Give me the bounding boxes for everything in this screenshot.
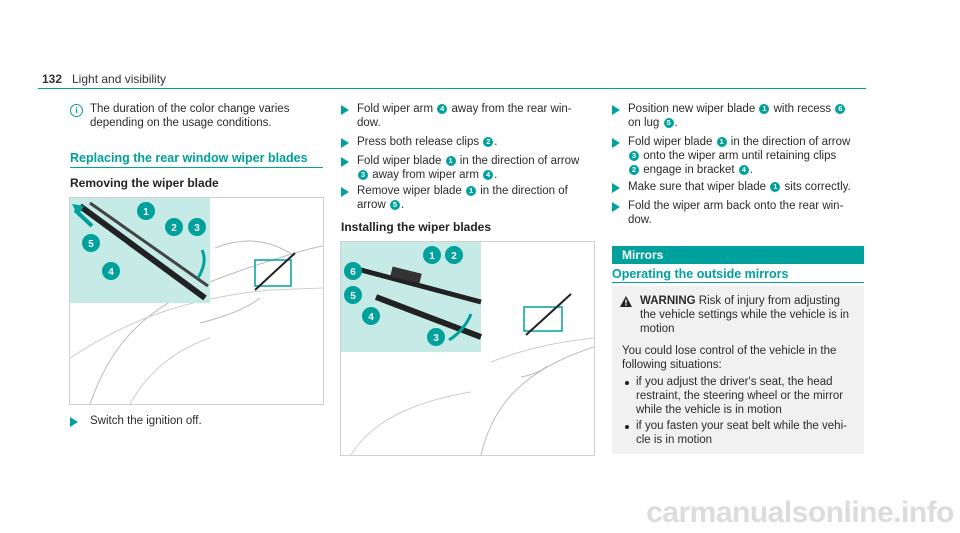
page-number: 132: [42, 72, 63, 86]
step-arrow-icon: [341, 187, 349, 197]
figure-installing-illustration: 1 2 6 5 4 3: [341, 242, 594, 455]
step-arrow-icon: [612, 183, 620, 193]
step-arrow-icon: [612, 202, 620, 212]
watermark: carmanualsonline.info: [646, 496, 954, 529]
mirrors-heading-rule: [612, 282, 864, 283]
warning-triangle-icon: [620, 296, 632, 307]
callout-5: 5: [350, 291, 356, 302]
mirrors-heading: Operating the outside mirrors: [612, 267, 789, 281]
info-note-icon: i: [70, 104, 83, 117]
step-fold-back: Fold the wiper arm back onto the rear wi…: [628, 200, 844, 226]
running-header-title: Light and visibility: [72, 72, 167, 86]
callout-2: 2: [451, 251, 457, 262]
figure-removing-illustration: 1 2 3 5 4: [70, 198, 323, 404]
step-arrow-icon: [70, 417, 78, 427]
step-arrow-icon: [341, 157, 349, 167]
mirrors-section-bar: Mirrors: [612, 246, 864, 264]
sub-heading-installing: Installing the wiper blades: [341, 220, 492, 234]
callout-3: 3: [194, 223, 200, 234]
step-remove-blade: Remove wiper blade 1 in the direction of…: [357, 185, 568, 211]
callout-2: 2: [171, 223, 177, 234]
step-switch-ignition: Switch the ignition off.: [90, 415, 202, 427]
callout-3: 3: [433, 333, 439, 344]
figure-installing-wiper: 1 2 6 5 4 3: [340, 241, 595, 456]
note-text: The duration of the color change varies …: [90, 103, 290, 129]
callout-4: 4: [108, 267, 114, 278]
step-arrow-icon: [341, 105, 349, 115]
callout-6: 6: [350, 267, 356, 278]
callout-1: 1: [143, 207, 149, 218]
header-rule: [38, 88, 866, 89]
step-fold-arm: Fold wiper arm 4 away from the rear win-…: [357, 103, 572, 129]
bullet: [625, 425, 629, 429]
callout-5: 5: [88, 239, 94, 250]
step-press-clips: Press both release clips 2.: [357, 136, 498, 148]
step-fold-blade: Fold wiper blade 1 in the direction of a…: [357, 155, 580, 181]
warning-bullet-seatbelt: if you fasten your seat belt while the v…: [636, 420, 847, 446]
section-heading: Replacing the rear window wiper blades: [70, 151, 308, 165]
callout-4: 4: [368, 312, 374, 323]
step-arrow-icon: [341, 138, 349, 148]
warning-box: [612, 286, 864, 454]
section-heading-rule: [70, 167, 323, 168]
step-arrow-icon: [612, 138, 620, 148]
step-make-sure: Make sure that wiper blade 1 sits correc…: [628, 181, 851, 193]
step-position-blade: Position new wiper blade 1 with recess 6…: [628, 102, 868, 130]
step-arrow-icon: [612, 105, 620, 115]
figure-removing-wiper: 1 2 3 5 4: [69, 197, 324, 405]
warning-bullet-seat: if you adjust the driver's seat, the hea…: [636, 376, 844, 416]
step-fold-new-blade: Fold wiper blade 1 in the direction of a…: [628, 136, 851, 176]
callout-1: 1: [429, 251, 435, 262]
bullet: [625, 381, 629, 385]
warning-body: You could lose control of the vehicle in…: [622, 345, 837, 371]
sub-heading-removing: Removing the wiper blade: [70, 176, 219, 190]
